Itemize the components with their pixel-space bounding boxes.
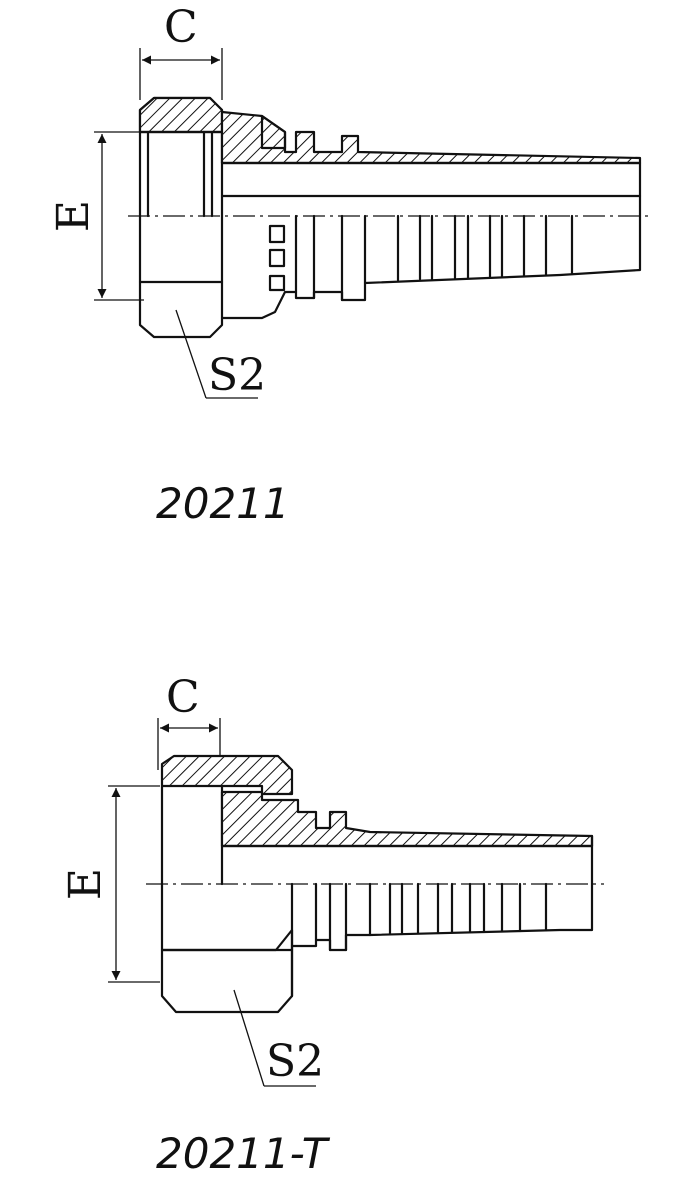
dim-label-c: C (166, 672, 200, 723)
fitting-drawing-20211: C E (48, 2, 652, 528)
dim-label-e: E (60, 868, 111, 900)
dim-label-s2: S2 (266, 1036, 324, 1087)
fitting-drawing-20211-T: C E (60, 672, 604, 1178)
fitting-body (220, 790, 594, 952)
fitting-body (220, 110, 642, 320)
dimension-c: C (139, 2, 223, 100)
hex-nut (138, 96, 224, 339)
dimension-e: E (48, 131, 144, 301)
dimension-s2: S2 (233, 989, 324, 1087)
figure-caption: 20211 (156, 479, 290, 528)
dim-label-e: E (48, 200, 99, 232)
hex-nut (160, 754, 294, 1014)
dimension-s2: S2 (175, 309, 266, 401)
dimension-e: E (60, 785, 160, 983)
dim-label-s2: S2 (208, 350, 266, 401)
figure-caption: 20211-T (156, 1129, 331, 1178)
dim-label-c: C (164, 2, 198, 53)
